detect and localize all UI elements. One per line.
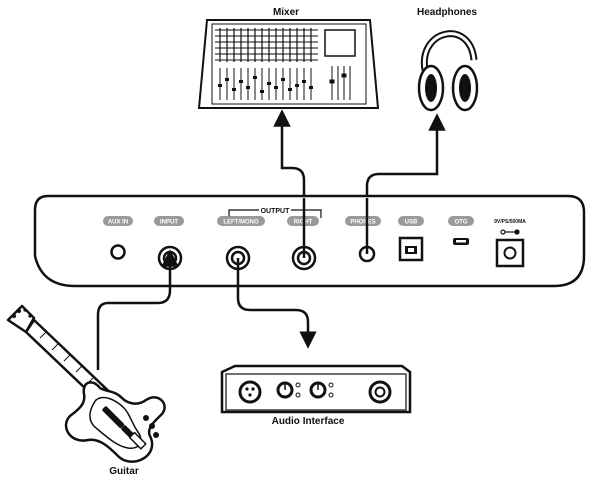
mixer-device: Mixer — [197, 7, 380, 109]
rear-panel: OUTPUT AUX IN INPUT LEFT/MONO RIGHT PHON… — [33, 194, 586, 288]
cable-left-to-audio-interface — [236, 258, 317, 349]
guitar-label: Guitar — [109, 466, 139, 477]
mixer-label: Mixer — [273, 7, 299, 18]
svg-text:OTG: OTG — [455, 220, 468, 226]
cable-right-to-mixer — [273, 109, 306, 252]
output-bracket: OUTPUT — [228, 205, 322, 218]
svg-text:INPUT: INPUT — [160, 220, 178, 226]
mixer-channel-strips — [215, 28, 318, 100]
jack-label-phones: PHONES — [345, 216, 381, 226]
svg-text:USB: USB — [405, 220, 418, 226]
cable-phones-to-headphones — [365, 113, 446, 252]
jack-label-left-mono: LEFT/MONO — [217, 216, 265, 226]
guitar-device: Guitar — [6, 304, 166, 477]
mixer-master-faders — [329, 66, 351, 100]
svg-text:AUX IN: AUX IN — [108, 220, 128, 226]
xlr-input — [238, 380, 262, 404]
output-group-label: OUTPUT — [261, 208, 291, 215]
jack-label-usb: USB — [398, 216, 424, 226]
svg-text:PHONES: PHONES — [350, 220, 375, 226]
mixer-screen — [324, 29, 356, 57]
jack-label-aux-in: AUX IN — [103, 216, 133, 226]
svg-text:LEFT/MONO: LEFT/MONO — [223, 220, 259, 226]
gain-knob-2 — [309, 381, 327, 399]
aux-in-jack — [110, 244, 126, 260]
gain-knob-1 — [276, 381, 294, 399]
jack-label-input: INPUT — [154, 216, 184, 226]
jack-label-otg: OTG — [448, 216, 474, 226]
cable-guitar-to-input — [96, 249, 179, 370]
audio-interface-label: Audio Interface — [272, 416, 345, 427]
dc-power-jack — [495, 229, 525, 268]
jack-label-power: 9V/PS/500MA — [494, 219, 526, 225]
headphones-device: Headphones — [417, 7, 479, 112]
otg-port — [453, 238, 469, 245]
headphones-label: Headphones — [417, 7, 477, 18]
usb-port — [398, 236, 424, 262]
instrument-jack — [368, 380, 392, 404]
audio-interface-device: Audio Interface — [220, 364, 412, 427]
